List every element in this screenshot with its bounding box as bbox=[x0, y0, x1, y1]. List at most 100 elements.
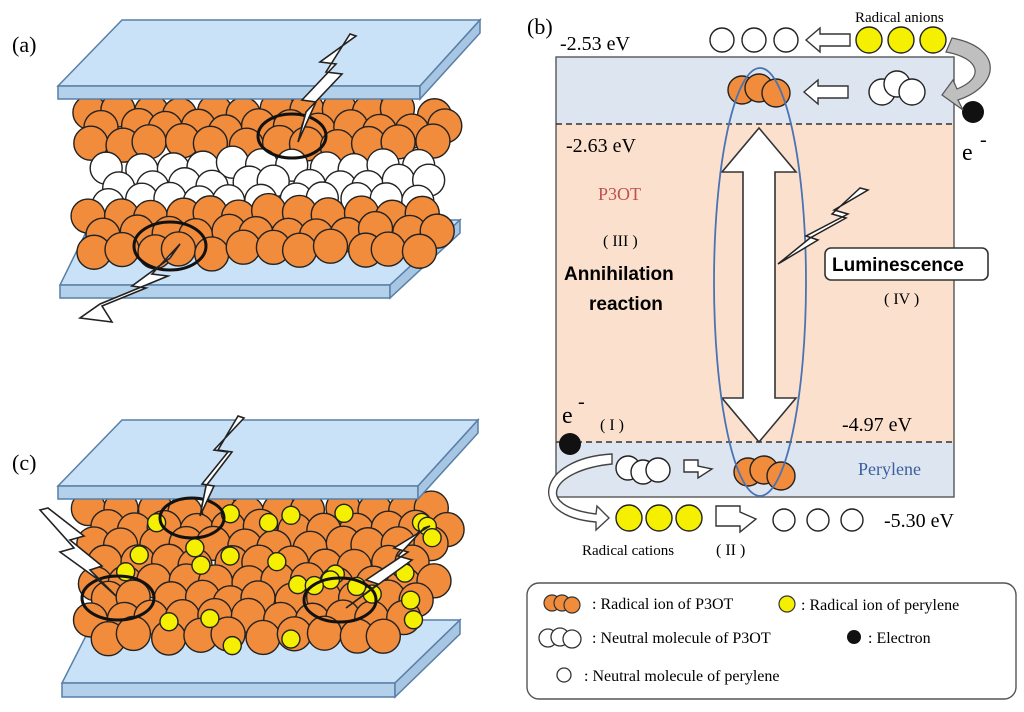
panel-c-lightning-3 bbox=[345, 525, 431, 609]
svg-text:-: - bbox=[980, 129, 987, 151]
perylene-neutral-molecule bbox=[772, 508, 796, 532]
legend-neutral-perylene-symbol bbox=[556, 667, 572, 683]
perylene-radical-molecule bbox=[185, 538, 205, 558]
legend-radical-p3ot-symbol bbox=[543, 594, 581, 614]
radical-cations-label: Radical cations bbox=[582, 543, 674, 559]
panel-c: (c) bbox=[12, 415, 480, 699]
panel-a-lightning-top bbox=[297, 33, 358, 143]
perylene-radical-molecule bbox=[258, 512, 279, 533]
perylene-radical-molecule bbox=[200, 608, 220, 629]
perylene-radical-molecule bbox=[129, 545, 149, 565]
perylene-radical-anion bbox=[855, 26, 883, 54]
perylene-radical-molecule bbox=[191, 555, 211, 575]
legend-neutral-p3ot: : Neutral molecule of P3OT bbox=[592, 630, 771, 647]
p3ot-radical-molecule bbox=[766, 461, 796, 491]
perylene-radical-molecule bbox=[159, 612, 179, 632]
panel-a-molecules bbox=[70, 90, 463, 272]
legend: : Radical ion of P3OT : Radical ion of p… bbox=[526, 582, 1017, 700]
arrow-bottom-band-transfer bbox=[683, 459, 714, 480]
perylene-radical-cation bbox=[645, 504, 673, 532]
svg-text:e: e bbox=[562, 403, 573, 429]
recombination-zone-ellipse bbox=[713, 67, 807, 497]
p3ot-radical-molecule bbox=[312, 228, 349, 264]
panel-c-molecules bbox=[70, 490, 465, 657]
panel-c-emission-ring-3 bbox=[302, 576, 378, 624]
electron-injection-curve-top bbox=[941, 37, 991, 111]
p3ot-neutral-molecule bbox=[645, 457, 671, 483]
perylene-label: Perylene bbox=[858, 459, 921, 479]
step-i-label: ( I ) bbox=[600, 417, 624, 434]
legend-frame bbox=[526, 582, 1017, 700]
p3ot-radical-molecule bbox=[115, 615, 152, 652]
panel-a-emission-ring-top bbox=[256, 112, 328, 160]
panel-c-emission-ring-2 bbox=[80, 574, 156, 622]
perylene-neutral-molecule bbox=[840, 508, 864, 532]
perylene-radical-molecule bbox=[288, 574, 308, 595]
perylene-radical-molecule bbox=[146, 513, 167, 533]
energy-homo-perylene: -5.30 eV bbox=[884, 510, 955, 532]
panel-c-emission-ring-1 bbox=[158, 496, 226, 540]
perylene-radical-molecule bbox=[220, 546, 240, 566]
step-iv-label: ( IV ) bbox=[884, 291, 919, 308]
p3ot-neutral-molecule bbox=[898, 78, 926, 106]
arrow-top-band-transfer bbox=[802, 78, 849, 106]
luminescence-lightning bbox=[777, 187, 870, 265]
panel-c-top-electrode bbox=[56, 418, 480, 501]
perylene-radical-molecule bbox=[281, 629, 301, 649]
panel-a: (a) bbox=[12, 18, 482, 324]
perylene-neutral-molecule bbox=[709, 27, 735, 53]
p3ot-radical-molecule bbox=[401, 233, 438, 269]
perylene-radical-molecule bbox=[400, 590, 421, 610]
arrow-radical-cation-transfer bbox=[715, 505, 758, 534]
svg-text:-: - bbox=[578, 391, 585, 413]
hole-injection-curve-bottom bbox=[548, 453, 613, 532]
p3ot-radical-molecule bbox=[761, 78, 791, 108]
energy-lumo-p3ot: -2.63 eV bbox=[566, 135, 637, 157]
electron-top: e - bbox=[962, 101, 987, 166]
perylene-radical-anion bbox=[919, 26, 947, 54]
legend-neutral-perylene: : Neutral molecule of perylene bbox=[584, 668, 779, 685]
legend-radical-perylene-symbol bbox=[778, 595, 796, 613]
perylene-radical-molecule bbox=[334, 503, 354, 524]
perylene-neutral-molecule bbox=[806, 508, 830, 532]
p3ot-label: P3OT bbox=[598, 184, 641, 204]
perylene-radical-molecule bbox=[220, 504, 241, 524]
legend-radical-perylene: : Radical ion of perylene bbox=[801, 597, 959, 614]
p3ot-radical-molecule bbox=[281, 232, 318, 268]
panel-a-top-electrode bbox=[56, 18, 482, 101]
legend-neutral-p3ot-symbol bbox=[538, 627, 582, 649]
arrow-radical-anion-transfer bbox=[804, 26, 851, 54]
perylene-neutral-molecule bbox=[741, 27, 767, 53]
legend-electron: : Electron bbox=[868, 630, 931, 647]
panel-b-molecules bbox=[615, 26, 947, 532]
panel-b: (b) -2.53 eV -2.63 eV -4.97 eV -5.30 eV … bbox=[527, 10, 991, 559]
perylene-radical-cation bbox=[675, 504, 703, 532]
panel-a-emission-ring-bottom bbox=[132, 220, 208, 272]
panel-c-lightning-1 bbox=[199, 415, 246, 517]
panel-a-label: (a) bbox=[12, 32, 36, 57]
perylene-neutral-molecule bbox=[773, 27, 799, 53]
p3ot-radical-molecule bbox=[370, 231, 406, 267]
perylene-radical-molecule bbox=[281, 505, 301, 526]
p3ot-radical-molecule bbox=[365, 618, 401, 654]
p3ot-radical-molecule bbox=[225, 229, 261, 265]
p3ot-radical-molecule bbox=[194, 236, 230, 272]
step-ii-label: ( II ) bbox=[716, 542, 745, 559]
perylene-radical-molecule bbox=[403, 610, 424, 630]
energy-lumo-perylene: -2.53 eV bbox=[560, 33, 631, 55]
legend-electron-symbol bbox=[847, 630, 861, 644]
perylene-radical-molecule bbox=[422, 528, 442, 548]
perylene-radical-molecule bbox=[222, 635, 242, 656]
electron-bottom: e - bbox=[559, 391, 585, 455]
legend-radical-p3ot: : Radical ion of P3OT bbox=[592, 596, 734, 613]
p3ot-radical-molecule bbox=[245, 619, 281, 656]
perylene-radical-molecule bbox=[267, 551, 287, 572]
recombination-double-arrow bbox=[720, 126, 798, 444]
luminescence-label: Luminescence bbox=[832, 255, 964, 276]
panel-c-label: (c) bbox=[12, 450, 36, 475]
p3ot-radical-molecule bbox=[131, 124, 167, 160]
annihilation-label-line1: Annihilation bbox=[564, 264, 674, 285]
panel-a-lightning-bottom bbox=[77, 243, 181, 324]
step-iii-label: ( III ) bbox=[603, 233, 638, 250]
